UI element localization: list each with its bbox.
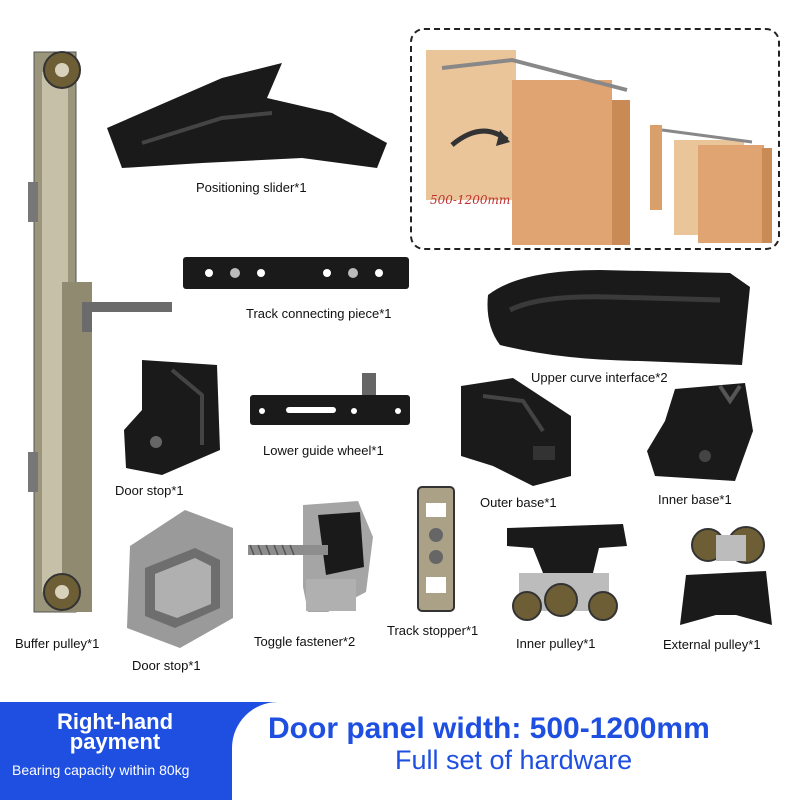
lower-guide-wheel-label: Lower guide wheel*1: [263, 443, 384, 458]
door-stop-top-label: Door stop*1: [115, 483, 184, 498]
banner-white-panel: [232, 702, 800, 800]
door-stop-top-image: [122, 350, 226, 480]
door-panel-width-text: Door panel width: 500-1200mm: [268, 712, 710, 745]
full-set-text: Full set of hardware: [395, 745, 633, 775]
positioning-slider-image: [102, 58, 392, 178]
right-hand-payment-title: Right-hand payment: [56, 709, 174, 754]
inner-pulley-image: [503, 518, 631, 628]
toggle-fastener-label: Toggle fastener*2: [254, 634, 356, 649]
door-stop-bottom-label: Door stop*1: [132, 658, 201, 673]
inner-pulley-label: Inner pulley*1: [516, 636, 596, 651]
inner-base-image: [645, 381, 757, 486]
external-pulley-label: External pulley*1: [663, 637, 761, 652]
track-stopper-image: [414, 485, 458, 613]
lower-guide-wheel-image: [250, 373, 412, 428]
outer-base-label: Outer base*1: [480, 495, 557, 510]
door-stop-bottom-image: [125, 508, 235, 650]
positioning-slider-label: Positioning slider*1: [196, 180, 307, 195]
bearing-capacity-text: Bearing capacity within 80kg: [12, 762, 190, 778]
upper-curve-interface-label: Upper curve interface*2: [531, 370, 668, 385]
width-range-label: 500-1200mm: [430, 193, 511, 207]
track-connecting-piece-image: [183, 255, 411, 291]
inner-base-label: Inner base*1: [658, 492, 732, 507]
upper-curve-interface-image: [480, 265, 755, 370]
toggle-fastener-image: [248, 497, 378, 619]
door-diagram-inset: 500-1200mm: [410, 28, 780, 250]
external-pulley-image: [676, 515, 776, 631]
outer-base-image: [453, 376, 575, 488]
track-connecting-piece-label: Track connecting piece*1: [246, 306, 392, 321]
buffer-pulley-label: Buffer pulley*1: [15, 636, 100, 651]
track-stopper-label: Track stopper*1: [387, 623, 479, 638]
buffer-pulley-image: [22, 32, 202, 632]
